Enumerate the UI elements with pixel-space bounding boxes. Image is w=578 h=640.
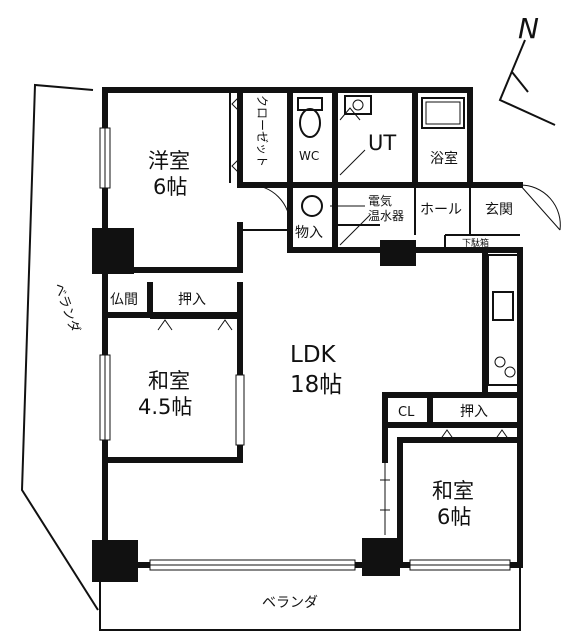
column-left-bottom — [92, 540, 138, 582]
altar-label: 仏間 — [110, 292, 138, 308]
closet-label: クローゼット — [255, 95, 269, 167]
column-center — [380, 240, 416, 266]
storage-label: 物入 — [295, 225, 323, 241]
western-room-size: 6帖 — [153, 175, 187, 199]
water-heater-label-2: 温水器 — [368, 209, 404, 223]
column-left-top — [92, 228, 134, 274]
wc-label: WC — [299, 149, 319, 163]
ldk-size: 18帖 — [290, 372, 342, 398]
japanese-small-name: 和室 — [148, 369, 190, 393]
hall-label: ホール — [420, 202, 462, 218]
japanese-large-name: 和室 — [432, 479, 474, 503]
oshiire-right-label: 押入 — [460, 404, 488, 420]
bath-label: 浴室 — [430, 150, 458, 167]
cl-label: CL — [398, 405, 415, 420]
ut-label: UT — [368, 131, 396, 155]
doors — [249, 107, 561, 535]
balcony-left — [20, 83, 99, 611]
balcony-left-label: ベランダ — [50, 281, 82, 335]
north-arrow-icon — [498, 39, 556, 126]
japanese-large-size: 6帖 — [437, 505, 471, 529]
entrance-label: 玄関 — [485, 201, 513, 218]
balcony-bottom-label: ベランダ — [262, 595, 318, 611]
japanese-small-size: 4.5帖 — [138, 395, 192, 419]
ldk-name: LDK — [290, 342, 337, 368]
thin-partitions — [150, 92, 520, 319]
water-heater-label-1: 電気 — [368, 193, 392, 208]
windows — [99, 127, 511, 571]
oshiire-left-label: 押入 — [178, 292, 206, 308]
balcony-bottom — [99, 565, 521, 631]
shoe-box-label: 下駄箱 — [462, 237, 489, 249]
fixtures — [157, 95, 519, 441]
column-bottom-mid — [362, 538, 400, 576]
compass-label: N — [518, 12, 539, 45]
western-room-name: 洋室 — [148, 149, 190, 173]
